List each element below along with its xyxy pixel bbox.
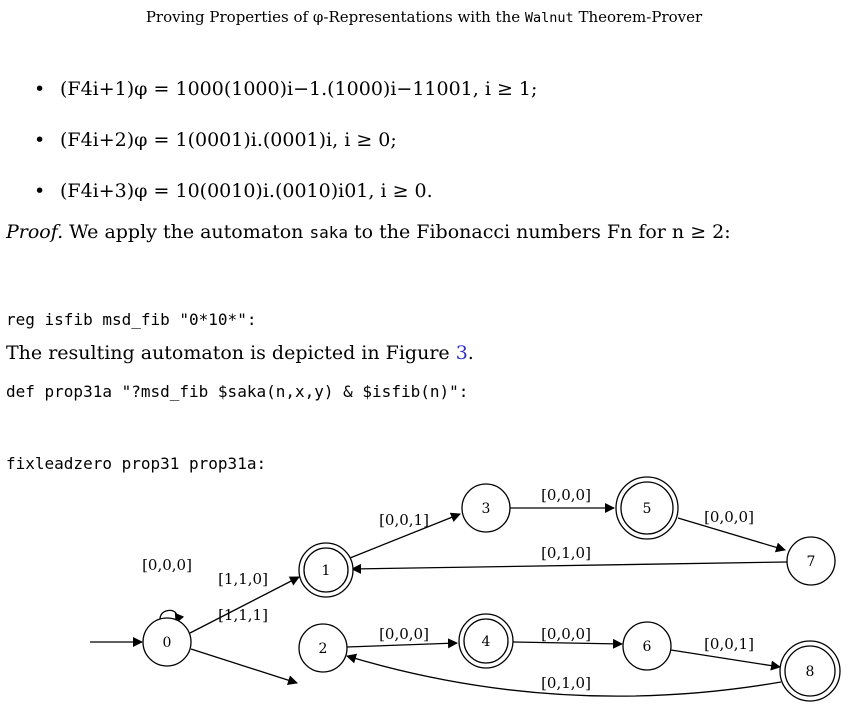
- bullet-symbol: •: [34, 78, 46, 100]
- code-block: reg isfib msd_fib "0*10*": def prop31a "…: [6, 260, 468, 500]
- state-4-label: 4: [482, 634, 491, 650]
- header-tool-name: Walnut: [524, 10, 574, 26]
- result-sentence: The resulting automaton is depicted in F…: [6, 342, 474, 364]
- code-line: reg isfib msd_fib "0*10*":: [6, 310, 257, 329]
- edge-5-7-label: [0,0,0]: [704, 508, 754, 526]
- state-3-node: [461, 483, 511, 533]
- edge-2-4: [346, 638, 458, 649]
- edge-0-0-label: [0,0,0]: [142, 556, 192, 574]
- edge-3-5-label: [0,0,0]: [541, 486, 591, 504]
- edge-4-6-label: [0,0,0]: [541, 625, 591, 643]
- edge-7-1: [351, 561, 788, 574]
- proof-code-word: saka: [309, 223, 348, 242]
- edge-0-1: [189, 576, 300, 634]
- proof-paragraph: Proof. We apply the automaton saka to th…: [6, 221, 731, 243]
- state-3-label: 3: [482, 501, 491, 517]
- state-8-label: 8: [806, 664, 815, 680]
- proof-label: Proof.: [6, 221, 64, 243]
- edge-8-2: [346, 653, 782, 697]
- bullet-formula: (F4i+2)φ = 1(0001)i.(0001)i, i ≥ 0;: [60, 129, 397, 151]
- bullet-formula: (F4i+3)φ = 10(0010)i.(0010)i01, i ≥ 0.: [60, 180, 433, 202]
- state-0-label: 0: [163, 635, 172, 651]
- edge-0-2-label: [1,1,1]: [218, 606, 268, 624]
- edge-5-7: [677, 517, 786, 553]
- bullet-formula: (F4i+1)φ = 1000(1000)i−1.(1000)i−11001, …: [60, 78, 538, 100]
- state-8-inner-ring: [784, 645, 836, 697]
- state-5-inner-ring: [620, 481, 674, 535]
- header-suffix: Theorem-Prover: [573, 8, 703, 26]
- edge-6-8-label: [0,0,1]: [704, 635, 754, 653]
- state-5-label: 5: [643, 501, 652, 517]
- list-item: • (F4i+3)φ = 10(0010)i.(0010)i01, i ≥ 0.: [34, 180, 537, 231]
- state-7-node: [786, 536, 836, 586]
- representation-list: • (F4i+1)φ = 1000(1000)i−1.(1000)i−11001,…: [34, 78, 537, 231]
- header-prefix: Proving Properties of φ-Representations …: [145, 8, 525, 26]
- state-2-node: [298, 623, 348, 673]
- edge-1-3: [349, 512, 461, 559]
- edge-0-1-label: [1,1,0]: [218, 570, 268, 588]
- automaton-diagram: 0 1 2 3 4 5 6 7 8 [0,0,0] [1,1,0] [1,1,1…: [90, 476, 841, 702]
- edge-4-6: [512, 638, 623, 649]
- edge-6-8: [670, 649, 781, 671]
- state-7-label: 7: [807, 554, 816, 570]
- edge-1-3-label: [0,0,1]: [379, 511, 429, 529]
- code-line: fixleadzero prop31 prop31a:: [6, 454, 267, 473]
- edge-8-2-label: [0,1,0]: [541, 674, 591, 692]
- edge-2-4-label: [0,0,0]: [379, 625, 429, 643]
- code-line: def prop31a "?msd_fib $saka(n,x,y) & $is…: [6, 382, 469, 401]
- state-4-inner-ring: [463, 618, 509, 664]
- result-text-before: The resulting automaton is depicted in F…: [6, 342, 456, 364]
- list-item: • (F4i+1)φ = 1000(1000)i−1.(1000)i−11001,…: [34, 78, 537, 129]
- result-text-after: .: [467, 342, 474, 364]
- proof-text-after: to the Fibonacci numbers Fn for n ≥ 2:: [347, 221, 731, 243]
- bullet-symbol: •: [34, 180, 46, 202]
- bullet-symbol: •: [34, 129, 46, 151]
- list-item: • (F4i+2)φ = 1(0001)i.(0001)i, i ≥ 0;: [34, 129, 537, 180]
- state-1-label: 1: [322, 563, 331, 579]
- state-6-node: [622, 621, 672, 671]
- figure-reference-link[interactable]: 3: [455, 342, 468, 364]
- running-header: Proving Properties of φ-Representations …: [0, 8, 848, 26]
- proof-text-before: We apply the automaton: [63, 221, 310, 243]
- state-2-label: 2: [319, 641, 328, 657]
- state-1-inner-ring: [303, 547, 349, 593]
- edge-0-2: [190, 648, 298, 686]
- state-6-label: 6: [643, 639, 652, 655]
- state-0-node: [142, 617, 192, 667]
- edge-7-1-label: [0,1,0]: [541, 544, 591, 562]
